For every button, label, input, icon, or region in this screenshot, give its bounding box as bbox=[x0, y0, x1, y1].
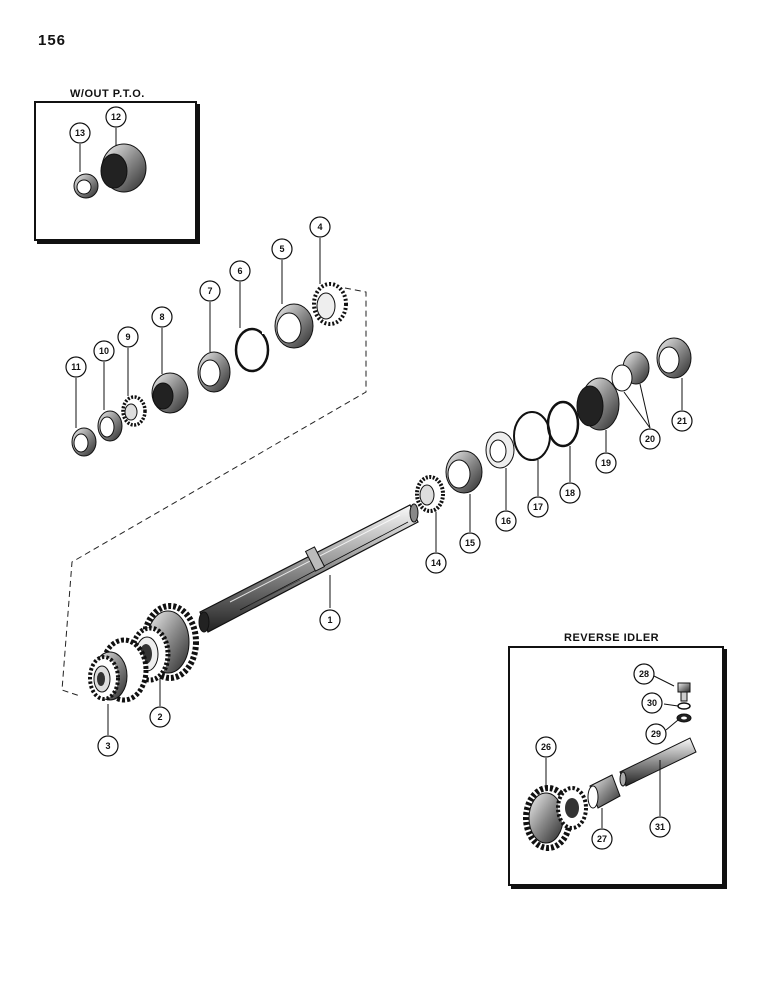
callout-1-label: 1 bbox=[327, 615, 332, 625]
main-shaft bbox=[198, 503, 419, 633]
callout-3-label: 3 bbox=[105, 741, 110, 751]
callout-19-label: 19 bbox=[601, 458, 611, 468]
callout-1 bbox=[319, 609, 341, 631]
callout-12-label: 12 bbox=[111, 112, 121, 122]
callout-17 bbox=[527, 496, 549, 518]
callout-4-label: 4 bbox=[317, 222, 322, 232]
callout-7 bbox=[199, 280, 221, 302]
bushing-27 bbox=[587, 774, 621, 809]
callout-8-label: 8 bbox=[159, 312, 164, 322]
callout-14-label: 14 bbox=[431, 558, 441, 568]
reverse-idler-inset-title: REVERSE IDLER bbox=[564, 632, 660, 644]
callout-14 bbox=[425, 552, 447, 574]
bolt-28 bbox=[677, 682, 691, 702]
callout-8 bbox=[151, 306, 173, 328]
callout-2 bbox=[149, 706, 171, 728]
callout-30 bbox=[641, 692, 663, 714]
snap-ring-18 bbox=[546, 400, 580, 448]
callout-15 bbox=[459, 532, 481, 554]
callout-30-label: 30 bbox=[647, 698, 657, 708]
gear-2 bbox=[129, 603, 199, 683]
callout-29-label: 29 bbox=[651, 729, 661, 739]
callout-10-label: 10 bbox=[99, 346, 109, 356]
callout-16-label: 16 bbox=[501, 516, 511, 526]
callout-5 bbox=[271, 238, 293, 260]
callout-31 bbox=[649, 816, 671, 838]
bearing-cone-4 bbox=[312, 282, 348, 326]
callout-9-label: 9 bbox=[125, 332, 130, 342]
page-number: 156 bbox=[38, 32, 67, 49]
callout-31-label: 31 bbox=[655, 822, 665, 832]
bearing-housing-19 bbox=[576, 377, 620, 431]
callout-15-label: 15 bbox=[465, 538, 475, 548]
callout-27 bbox=[591, 828, 613, 850]
sleeve-21 bbox=[656, 337, 692, 379]
callout-11-label: 11 bbox=[71, 362, 81, 372]
callout-16 bbox=[495, 510, 517, 532]
gear-3 bbox=[88, 637, 149, 703]
o-ring-17 bbox=[513, 411, 551, 461]
bearing-cup-15 bbox=[445, 450, 483, 494]
callout-28 bbox=[633, 663, 655, 685]
pto-inset-frame bbox=[34, 101, 197, 241]
callout-18-label: 18 bbox=[565, 488, 575, 498]
lockwasher-30 bbox=[677, 702, 691, 710]
callouts: 1 2 3 4 5 6 7 8 9 10 bbox=[65, 106, 693, 850]
snap-ring-6 bbox=[234, 327, 270, 373]
callout-20-label: 20 bbox=[645, 434, 655, 444]
shim-16 bbox=[485, 431, 515, 469]
callout-12 bbox=[105, 106, 127, 128]
callout-18 bbox=[559, 482, 581, 504]
callout-20 bbox=[639, 428, 661, 450]
callout-6-label: 6 bbox=[237, 266, 242, 276]
callout-26-label: 26 bbox=[541, 742, 551, 752]
callout-10 bbox=[93, 340, 115, 362]
callout-5-label: 5 bbox=[279, 244, 284, 254]
callout-13-label: 13 bbox=[75, 128, 85, 138]
callout-26 bbox=[535, 736, 557, 758]
callout-11 bbox=[65, 356, 87, 378]
idler-shaft-31 bbox=[619, 737, 697, 787]
callout-27-label: 27 bbox=[597, 834, 607, 844]
pto-inset-title: W/OUT P.T.O. bbox=[70, 88, 145, 100]
callout-6 bbox=[229, 260, 251, 282]
bearing-cup-10 bbox=[97, 410, 123, 442]
callout-7-label: 7 bbox=[207, 286, 212, 296]
reverse-idler-inset-frame bbox=[508, 646, 724, 886]
callout-3 bbox=[97, 735, 119, 757]
callout-19 bbox=[595, 452, 617, 474]
washer-29 bbox=[676, 713, 692, 723]
callout-2-label: 2 bbox=[157, 712, 162, 722]
seal-11 bbox=[71, 427, 97, 457]
seal-set-20 bbox=[611, 351, 650, 392]
callout-29 bbox=[645, 723, 667, 745]
callout-28-label: 28 bbox=[639, 669, 649, 679]
ring-13 bbox=[73, 173, 99, 199]
bearing-cup-8 bbox=[151, 372, 189, 414]
assembly-guide-line bbox=[61, 287, 367, 697]
bearing-cone-9 bbox=[121, 395, 147, 427]
bearing-12 bbox=[100, 143, 147, 193]
idler-gear-26 bbox=[523, 785, 588, 851]
bearing-cup-5 bbox=[274, 303, 314, 349]
callout-21 bbox=[671, 410, 693, 432]
callout-21-label: 21 bbox=[677, 416, 687, 426]
bearing-cone-14 bbox=[415, 475, 445, 513]
callout-17-label: 17 bbox=[533, 502, 543, 512]
callout-9 bbox=[117, 326, 139, 348]
callout-13 bbox=[69, 122, 91, 144]
spacer-7 bbox=[197, 351, 231, 393]
callout-4 bbox=[309, 216, 331, 238]
